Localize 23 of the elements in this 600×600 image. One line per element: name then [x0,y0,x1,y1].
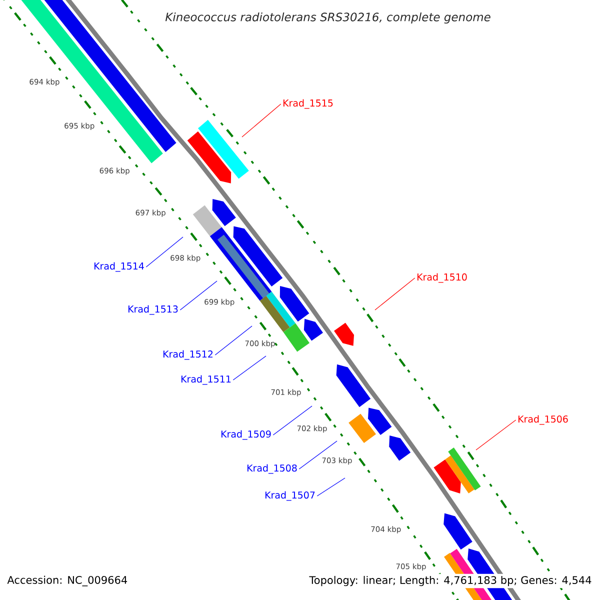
gene-label: Krad_1513 [128,305,178,315]
footer-text: Topology: linear; Length: 4,761,183 bp; Genes: 4,544 [307,574,594,588]
gene-label: Krad_1511 [181,375,231,385]
gene-label: Krad_1506 [518,415,568,425]
leader-line [146,236,184,268]
title: Kineococcus radiotolerans SRS30216, complete genome [165,12,490,24]
gene-label: Krad_1509 [221,430,271,440]
leader-line [374,278,416,310]
gene-label: Krad_1507 [265,491,315,501]
gene-label: Krad_1508 [247,464,297,474]
footer-text: Accession: NC_009664 [5,574,130,588]
gene-label: Krad_1510 [417,273,467,283]
leader-line [316,478,346,496]
leader-line [476,420,516,450]
leader-line [232,356,266,380]
gene-label: Krad_1514 [94,262,144,272]
leader-line [242,104,282,138]
leader-line [298,440,338,470]
gene-label: Krad_1515 [283,99,333,109]
gene-label: Krad_1512 [163,350,212,360]
leader-line [180,280,218,310]
leader-line [272,406,312,436]
leader-line [214,326,252,356]
